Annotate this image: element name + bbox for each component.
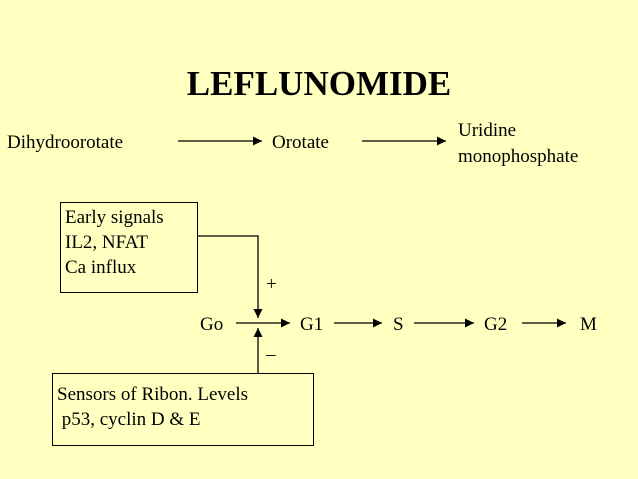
cycle-go-label: Go xyxy=(200,314,224,335)
uridine-label: Uridine xyxy=(458,120,517,141)
early-signals-box: Early signals IL2, NFAT Ca influx xyxy=(60,202,198,293)
cycle-g1-label: G1 xyxy=(300,314,324,335)
ribon-sensors-line-2: p53, cyclin D & E xyxy=(57,409,201,430)
early-signals-to-go-arrow xyxy=(198,235,263,318)
minus-sign: – xyxy=(266,344,276,365)
ribon-sensors-box: Sensors of Ribon. Levels p53, cyclin D &… xyxy=(52,373,314,446)
ribon-sensors-line-1: Sensors of Ribon. Levels xyxy=(57,384,249,405)
orotate-label: Orotate xyxy=(272,132,329,153)
monophosphate-label: monophosphate xyxy=(458,146,579,167)
cycle-s-label: S xyxy=(393,314,404,335)
early-signals-line-1: Early signals xyxy=(65,207,164,228)
early-signals-line-2: IL2, NFAT xyxy=(65,232,149,253)
early-signals-line-3: Ca influx xyxy=(65,257,137,278)
page-title: LEFLUNOMIDE xyxy=(186,64,452,103)
plus-sign: + xyxy=(266,274,277,295)
cycle-m-label: M xyxy=(580,314,597,335)
dihydroorotate-label: Dihydroorotate xyxy=(7,132,124,153)
cycle-g2-label: G2 xyxy=(484,314,508,335)
